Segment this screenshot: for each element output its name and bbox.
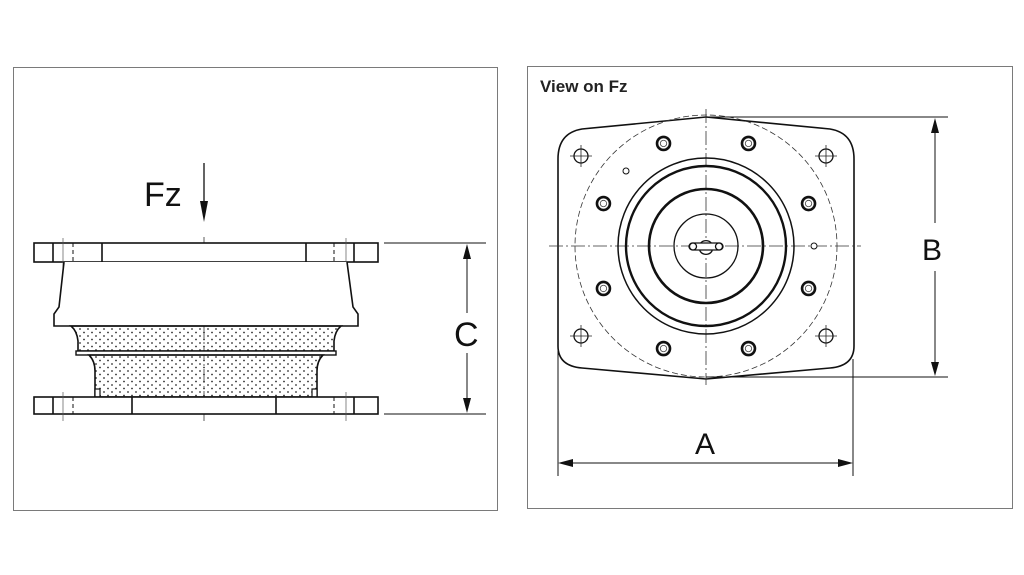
force-arrow-icon <box>200 163 208 222</box>
dimension-a-label: A <box>695 428 715 461</box>
bolt-icon <box>800 195 817 212</box>
bolt-circle <box>574 114 838 378</box>
corner-hole-icon <box>570 145 592 167</box>
side-view-drawing: Fz <box>33 163 486 421</box>
bolt-icon <box>655 340 672 357</box>
bolt-icon <box>800 280 817 297</box>
bolt-icon <box>595 280 612 297</box>
bolt-group <box>595 135 817 357</box>
view-title: View on Fz <box>540 77 628 96</box>
center-slot-icon <box>688 240 724 255</box>
lower-rubber-layer <box>87 354 325 398</box>
bottom-flange <box>33 392 379 421</box>
locating-pin-icon <box>622 167 630 175</box>
bolt-icon <box>740 135 757 152</box>
middle-ring <box>647 187 765 305</box>
outer-ring <box>617 157 795 335</box>
inner-hub <box>673 213 739 279</box>
corner-hole-icon <box>815 145 837 167</box>
bolt-icon <box>595 195 612 212</box>
upper-rubber-layer <box>68 325 344 352</box>
dimension-c-label: C <box>454 316 479 354</box>
dimension-b <box>706 116 948 378</box>
dimension-c <box>384 242 486 415</box>
bolt-icon <box>655 135 672 152</box>
top-view-panel: View on Fz <box>527 66 1013 509</box>
locating-pin-icon <box>810 242 818 250</box>
corner-hole-icon <box>815 325 837 347</box>
bolt-icon <box>740 340 757 357</box>
corner-hole-group <box>570 145 837 347</box>
dimension-b-label: B <box>922 234 942 267</box>
top-view-drawing: B A <box>549 109 948 476</box>
outer-ring-inner-edge <box>624 164 788 328</box>
force-label: Fz <box>144 176 182 214</box>
side-view-panel: Fz <box>13 67 498 511</box>
corner-hole-icon <box>570 325 592 347</box>
housing <box>53 261 359 327</box>
dimension-a <box>557 346 854 476</box>
